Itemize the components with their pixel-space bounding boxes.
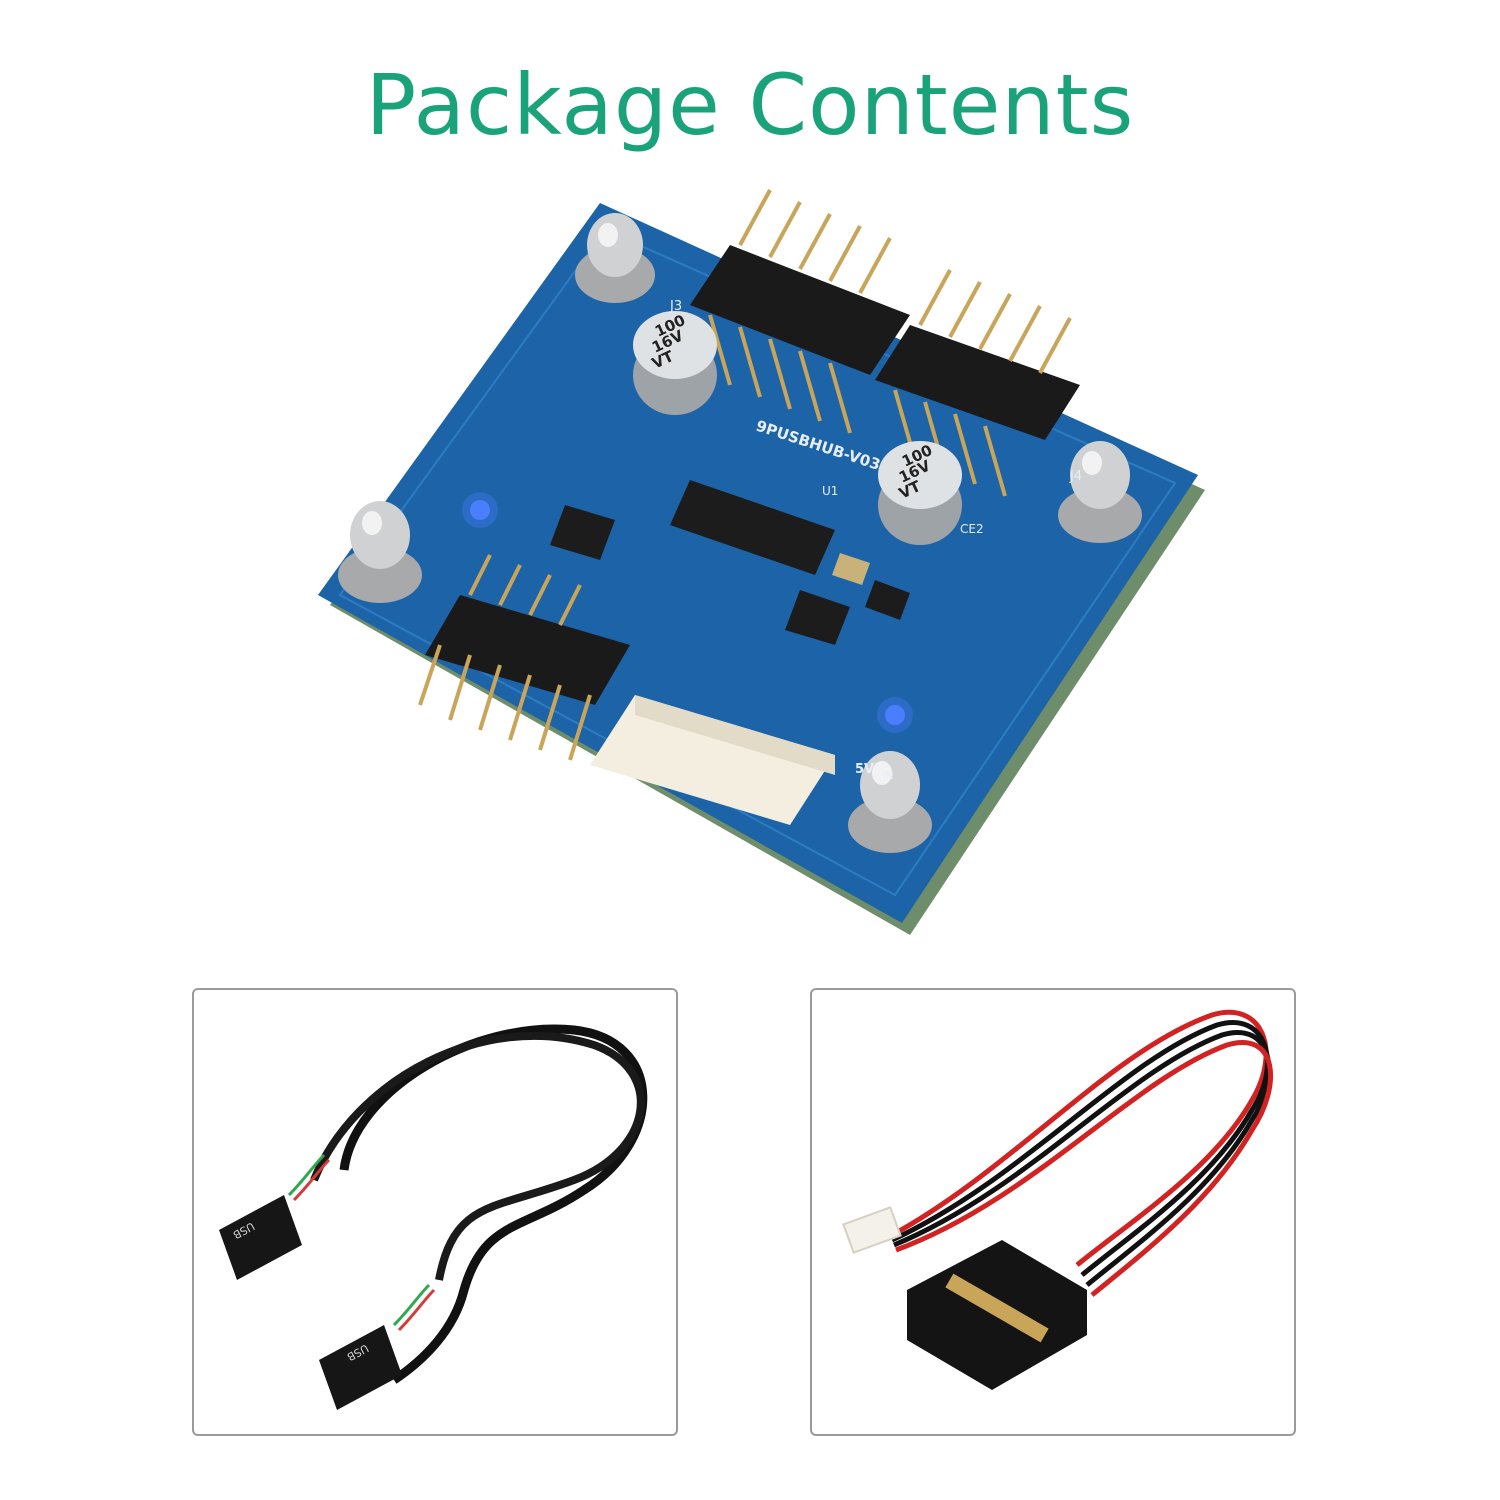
sata-connector: [907, 1240, 1087, 1390]
capacitor-ce2: 100 16V VT: [878, 441, 962, 545]
standoff-nut-bottom: [848, 751, 932, 853]
led1: [885, 705, 905, 725]
small-power-connector: [842, 1206, 902, 1254]
pin-header-front: [418, 554, 630, 761]
power-connector: [590, 695, 835, 825]
standoff-nut-h3: [575, 213, 655, 303]
svg-text:CE2: CE2: [960, 522, 984, 536]
usb-hub-board-image: 100 16V VT 100 16V VT 9PUSBHUB-V03 J: [270, 175, 1250, 955]
ic-u1: [670, 480, 835, 575]
svg-text:IN: IN: [882, 769, 893, 782]
svg-text:J3: J3: [669, 299, 682, 314]
diode-d1: [550, 505, 615, 560]
page-title: Package Contents: [365, 56, 1135, 154]
pin-header-j3: [690, 189, 910, 434]
sata-power-cable-image: [842, 1009, 1274, 1390]
standoff-nut-h1: [1058, 441, 1142, 543]
led2: [470, 500, 490, 520]
svg-text:U1: U1: [822, 484, 838, 498]
crystal-y1: [832, 553, 870, 585]
svg-text:5V: 5V: [855, 762, 874, 777]
sata-power-cable-panel: [810, 988, 1296, 1436]
fuse-f1: [865, 580, 910, 620]
usb-cable-image: USB USB: [219, 1024, 648, 1410]
usb-header-connector-2: USB: [319, 1325, 402, 1410]
usb-cable-panel: USB USB: [192, 988, 678, 1436]
capacitor-ce1: 100 16V VT: [633, 311, 717, 415]
standoff-nut-h4: [338, 501, 422, 603]
usb-header-connector-1: USB: [219, 1195, 302, 1280]
diode-d2: [785, 590, 850, 645]
svg-text:J4: J4: [1069, 469, 1082, 484]
pin-header-j4: [875, 269, 1080, 497]
